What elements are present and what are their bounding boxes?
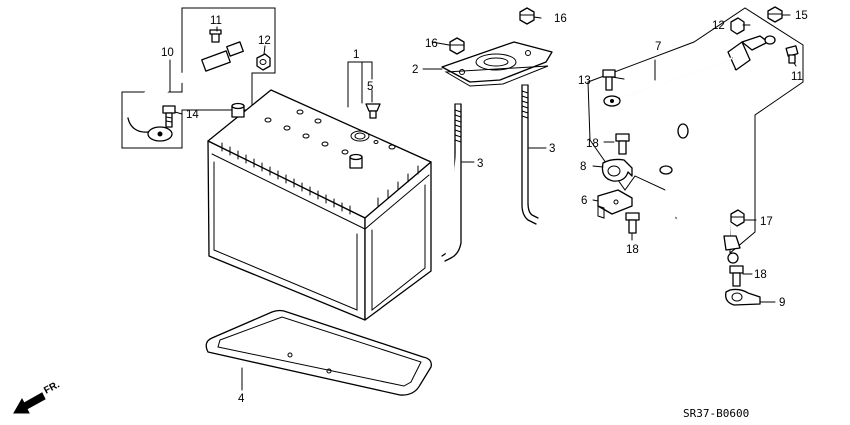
battery-hold-down-bracket[interactable] xyxy=(441,41,553,87)
nut-17[interactable] xyxy=(730,209,745,227)
callout-8: 8 xyxy=(580,161,586,173)
callout-11-left: 11 xyxy=(210,15,222,27)
battery-tray[interactable] xyxy=(205,309,432,396)
callout-4: 4 xyxy=(238,393,245,405)
diagram-code: SR37-B0600 xyxy=(683,407,749,420)
callout-10: 10 xyxy=(161,47,174,59)
bolt-14[interactable] xyxy=(162,105,176,128)
callout-9: 9 xyxy=(779,297,785,309)
callout-5: 5 xyxy=(367,81,373,93)
callout-12-left: 12 xyxy=(258,35,271,47)
callout-16-right: 16 xyxy=(554,13,567,25)
callout-11-right: 11 xyxy=(791,71,803,83)
positive-battery-cable[interactable] xyxy=(121,7,276,149)
callout-12-right: 12 xyxy=(712,20,725,32)
callout-18-bottom: 18 xyxy=(754,269,767,281)
nut-12-right[interactable] xyxy=(730,17,745,35)
callout-3-left: 3 xyxy=(477,158,483,170)
clip-5[interactable] xyxy=(365,103,381,119)
nut-16-right[interactable] xyxy=(519,7,535,25)
ground-cable[interactable] xyxy=(603,35,776,264)
battery[interactable] xyxy=(207,89,432,321)
callout-14: 14 xyxy=(186,109,199,121)
callout-6: 6 xyxy=(581,195,587,207)
callout-7: 7 xyxy=(655,41,661,53)
cable-bracket-6[interactable] xyxy=(597,189,633,219)
nut-15[interactable] xyxy=(767,6,783,23)
bolt-11-right[interactable] xyxy=(785,45,799,64)
callout-16-left: 16 xyxy=(425,38,438,50)
ground-cable-group-outline xyxy=(587,7,804,255)
callout-18-middle: 18 xyxy=(626,244,639,256)
front-arrow-icon xyxy=(13,392,46,414)
front-direction-indicator: FR. xyxy=(13,379,62,414)
hold-down-j-bolt-right[interactable] xyxy=(521,84,539,225)
callout-15: 15 xyxy=(795,10,808,22)
leader-lines xyxy=(169,14,797,391)
callout-13: 13 xyxy=(578,75,591,87)
bolt-18-bottom[interactable] xyxy=(729,265,744,287)
bolt-18-top[interactable] xyxy=(615,133,630,155)
direction-label: FR. xyxy=(42,379,62,396)
callout-1: 1 xyxy=(353,49,359,61)
bolt-13[interactable] xyxy=(602,69,616,91)
cable-clamp-8[interactable] xyxy=(601,158,633,182)
nut-16-left[interactable] xyxy=(449,37,465,55)
ground-terminal-9[interactable] xyxy=(725,288,761,306)
callout-18-top: 18 xyxy=(586,138,599,150)
bolt-18-middle[interactable] xyxy=(625,212,640,234)
hold-down-j-bolt-left[interactable] xyxy=(441,103,462,262)
callout-17: 17 xyxy=(760,216,773,228)
callout-3-right: 3 xyxy=(549,143,555,155)
callout-2: 2 xyxy=(412,64,418,76)
